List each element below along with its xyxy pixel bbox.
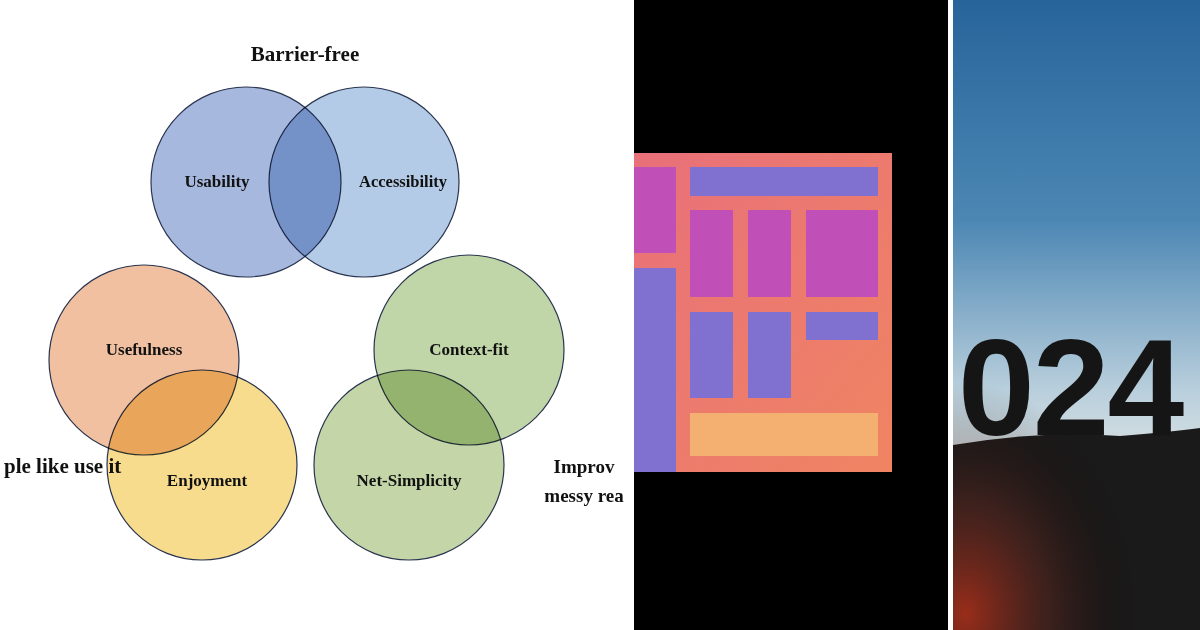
circle-label: Usability — [184, 172, 249, 192]
circle-shape — [105, 368, 299, 562]
sky-photo — [953, 0, 1200, 630]
group-label: ple like use it — [4, 452, 124, 481]
circle-label: Net-Simplicity — [357, 471, 462, 491]
circle-label: Context-fit — [429, 340, 508, 360]
group-label: Improv messy rea — [536, 452, 632, 510]
group-label: Barrier-free — [185, 40, 425, 69]
divider — [948, 0, 953, 630]
circle-label: Enjoyment — [167, 471, 247, 491]
venn-circle: Enjoyment — [105, 368, 299, 562]
circle-label: Accessibility — [359, 172, 447, 192]
year-sculpture: 024 — [958, 318, 1182, 456]
circle-shape — [312, 368, 506, 562]
diagram-stage: Usability AccessibilityUsefulnessEnjoymen… — [0, 0, 634, 630]
dark-panel — [634, 0, 948, 630]
treemap-frame — [634, 153, 892, 472]
venn-circle: Net-Simplicity — [312, 368, 506, 562]
sun-glow — [953, 300, 1200, 630]
circle-label: Usefulness — [106, 340, 183, 360]
treemap-blocks — [634, 167, 878, 472]
venn-circle: Accessibility — [267, 85, 461, 279]
